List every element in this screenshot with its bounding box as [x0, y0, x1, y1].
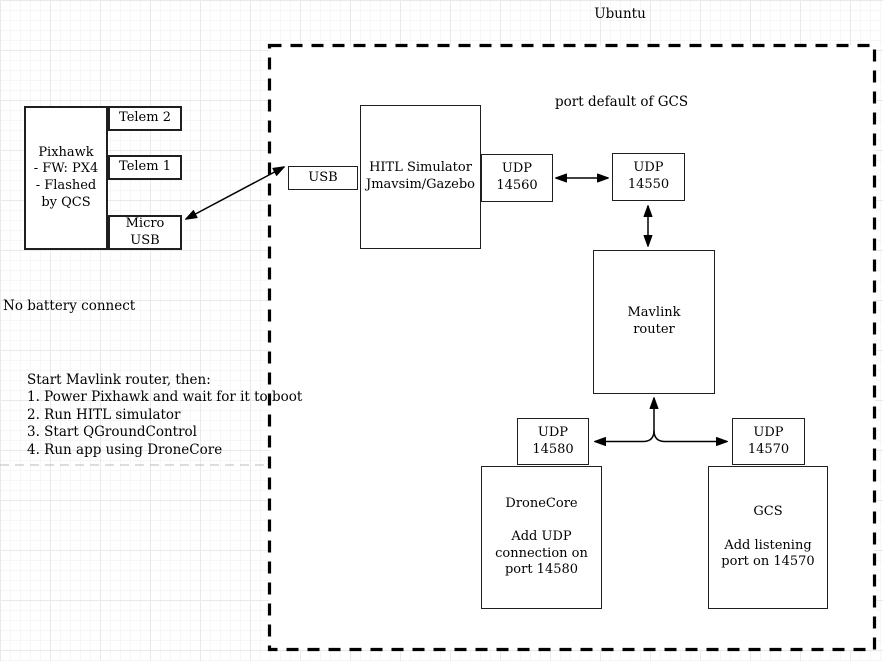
arrow-router-14570 [653, 430, 728, 446]
port-default-label: port default of GCS [555, 94, 689, 110]
node-label: UDP [537, 424, 569, 440]
ubuntu-label: Ubuntu [594, 6, 646, 22]
node-label: - FW: PX4 [33, 161, 99, 177]
node-label: UDP [753, 424, 784, 440]
node-udp-14550: UDP 14550 [612, 153, 685, 201]
node-udp-14580: UDP 14580 [517, 418, 589, 465]
arrow-microusb-usb [185, 166, 285, 220]
node-title: DroneCore [505, 496, 578, 512]
node-usb: USB [288, 166, 358, 190]
node-gcs: GCS Add listening port on 14570 [708, 466, 828, 609]
node-label: port on 14570 [721, 554, 815, 570]
node-label: - Flashed [35, 178, 97, 193]
node-udp-14570: UDP 14570 [732, 418, 805, 465]
node-label: connection on [495, 545, 588, 561]
node-title: GCS [753, 504, 783, 520]
node-label: 14570 [747, 441, 790, 457]
node-label: 14580 [532, 441, 574, 457]
instruction-step: 3. Start QGroundControl [27, 424, 198, 441]
node-label: HITL Simulator [369, 160, 472, 176]
node-label: Pixhawk [38, 144, 94, 160]
node-label: UDP [633, 160, 664, 176]
node-label: router [633, 322, 675, 337]
node-micro-usb: Micro USB [108, 215, 182, 250]
node-label: Add listening [724, 537, 812, 553]
node-label: UDP [501, 161, 533, 177]
node-label: USB [308, 169, 338, 185]
node-dronecore: DroneCore Add UDP connection on port 145… [481, 466, 602, 609]
node-telem2: Telem 2 [108, 106, 182, 131]
instruction-step: 4. Run app using DroneCore [27, 441, 223, 458]
node-udp-14560: UDP 14560 [481, 154, 553, 202]
instructions-title: Start Mavlink router, then: [27, 372, 211, 388]
node-label: Telem 1 [119, 159, 171, 175]
instruction-step: 2. Run HITL simulator [27, 406, 181, 423]
node-label: 14560 [496, 178, 538, 193]
node-pixhawk: Pixhawk - FW: PX4 - Flashed by QCS [24, 106, 108, 250]
node-label: Telem 2 [119, 110, 171, 126]
node-label: Mavlink [627, 305, 681, 321]
node-label: port 14580 [504, 562, 579, 578]
instruction-step: 1. Power Pixhawk and wait for it to boot [27, 389, 303, 406]
node-hitl-simulator: HITL Simulator Jmavsim/Gazebo [360, 105, 481, 249]
node-label: by QCS [41, 194, 91, 210]
node-telem1: Telem 1 [108, 155, 182, 180]
node-label: Add UDP [511, 529, 572, 545]
node-label: Jmavsim/Gazebo [366, 177, 475, 192]
node-mavlink-router: Mavlink router [593, 250, 715, 394]
node-label: USB [130, 232, 160, 248]
node-label: 14550 [627, 177, 670, 192]
no-battery-label: No battery connect [3, 298, 136, 314]
node-label: Micro [125, 215, 165, 231]
instructions-list: Start Mavlink router, then: 1. Power Pix… [27, 372, 302, 459]
